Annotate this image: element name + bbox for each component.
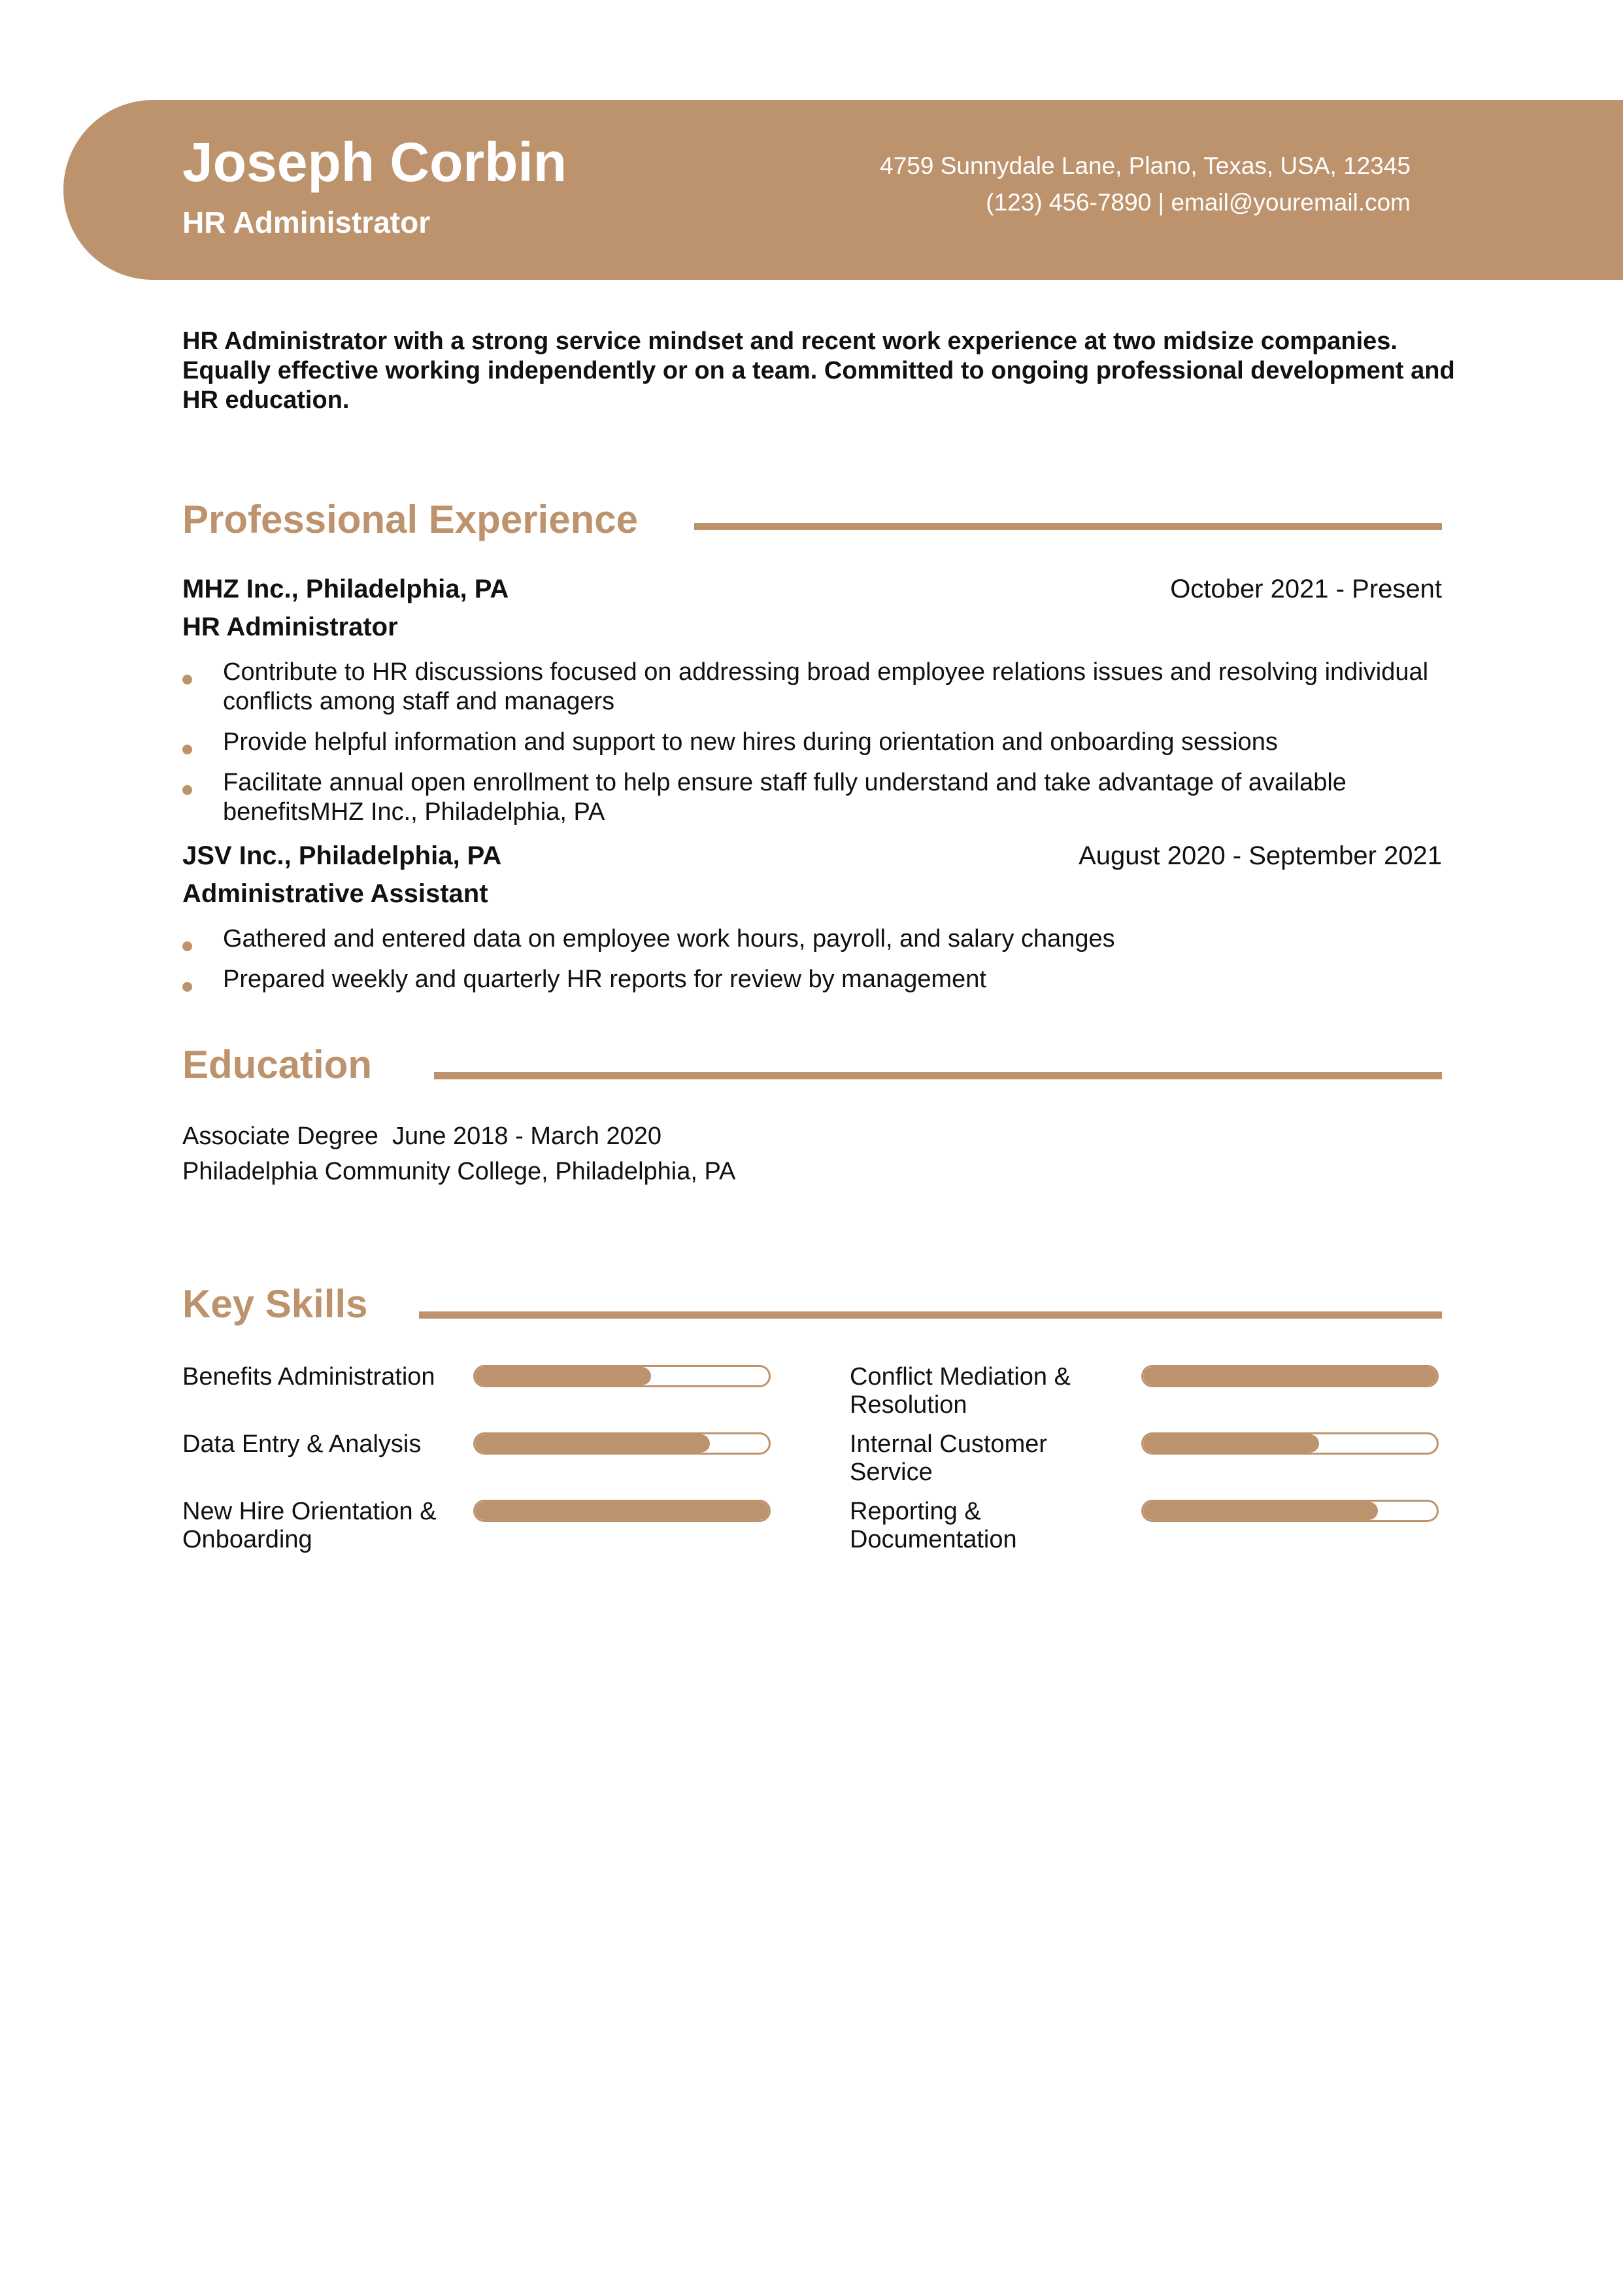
bullet-text: Contribute to HR discussions focused on … <box>223 658 1429 715</box>
skill-level-bar <box>1141 1432 1439 1455</box>
bullet-dot-icon <box>182 675 192 684</box>
skill-level-fill <box>1143 1434 1320 1453</box>
address: 4759 Sunnydale Lane, Plano, Texas, USA, … <box>880 152 1411 179</box>
job-bullets: Contribute to HR discussions focused on … <box>182 658 1464 827</box>
job-company: MHZ Inc., Philadelphia, PA <box>182 575 509 603</box>
skill-label: Internal Customer Service <box>850 1430 1048 1486</box>
skill-level-fill <box>475 1367 652 1385</box>
job-company: JSV Inc., Philadelphia, PA <box>182 841 502 870</box>
job-bullets: Gathered and entered data on employee wo… <box>182 924 1464 994</box>
skill-level-bar <box>473 1432 771 1455</box>
phone-email: (123) 456-7890 | email@youremail.com <box>986 189 1411 216</box>
bullet-text: Provide helpful information and support … <box>223 728 1278 756</box>
skill-label: Reporting & Documentation <box>850 1498 1017 1553</box>
bullet-item: Contribute to HR discussions focused on … <box>182 658 1464 717</box>
skill-level-fill <box>1143 1367 1437 1385</box>
bullet-dot-icon <box>182 745 192 754</box>
bullet-item: Facilitate annual open enrollment to hel… <box>182 768 1464 827</box>
skill-label: New Hire Orientation & Onboarding <box>182 1498 437 1553</box>
skill-label: Data Entry & Analysis <box>182 1430 422 1458</box>
skill-level-fill <box>475 1502 769 1520</box>
bullet-item: Gathered and entered data on employee wo… <box>182 924 1464 954</box>
bullet-text: Facilitate annual open enrollment to hel… <box>223 769 1347 826</box>
education-rule <box>434 1072 1442 1079</box>
bullet-dot-icon <box>182 785 192 795</box>
experience-heading: Professional Experience <box>182 498 638 541</box>
job-dates: August 2020 - September 2021 <box>1079 841 1442 870</box>
experience-rule <box>694 523 1442 530</box>
skill-label: Conflict Mediation & Resolution <box>850 1363 1071 1419</box>
job-dates: October 2021 - Present <box>1170 575 1442 603</box>
skill-level-fill <box>475 1434 711 1453</box>
job-position: Administrative Assistant <box>182 879 488 908</box>
header-band <box>63 100 1623 280</box>
skill-level-bar <box>473 1365 771 1387</box>
candidate-name: Joseph Corbin <box>182 131 567 193</box>
bullet-dot-icon <box>182 982 192 992</box>
profile-summary: HR Administrator with a strong service m… <box>182 328 1455 414</box>
bullet-dot-icon <box>182 941 192 951</box>
skill-level-fill <box>1143 1502 1379 1520</box>
skill-level-bar <box>1141 1500 1439 1522</box>
bullet-item: Provide helpful information and support … <box>182 728 1464 757</box>
skills-heading: Key Skills <box>182 1282 368 1326</box>
bullet-text: Gathered and entered data on employee wo… <box>223 925 1115 953</box>
skills-rule <box>419 1311 1442 1319</box>
skill-label: Benefits Administration <box>182 1363 435 1391</box>
education-degree: Associate Degree June 2018 - March 2020 <box>182 1123 661 1150</box>
job-position: HR Administrator <box>182 613 398 641</box>
skill-level-bar <box>473 1500 771 1522</box>
candidate-title: HR Administrator <box>182 205 431 239</box>
skill-level-bar <box>1141 1365 1439 1387</box>
contact-info: 4759 Sunnydale Lane, Plano, Texas, USA, … <box>880 148 1411 221</box>
education-heading: Education <box>182 1043 373 1087</box>
education-school: Philadelphia Community College, Philadel… <box>182 1158 736 1185</box>
bullet-item: Prepared weekly and quarterly HR reports… <box>182 965 1464 994</box>
bullet-text: Prepared weekly and quarterly HR reports… <box>223 966 986 993</box>
